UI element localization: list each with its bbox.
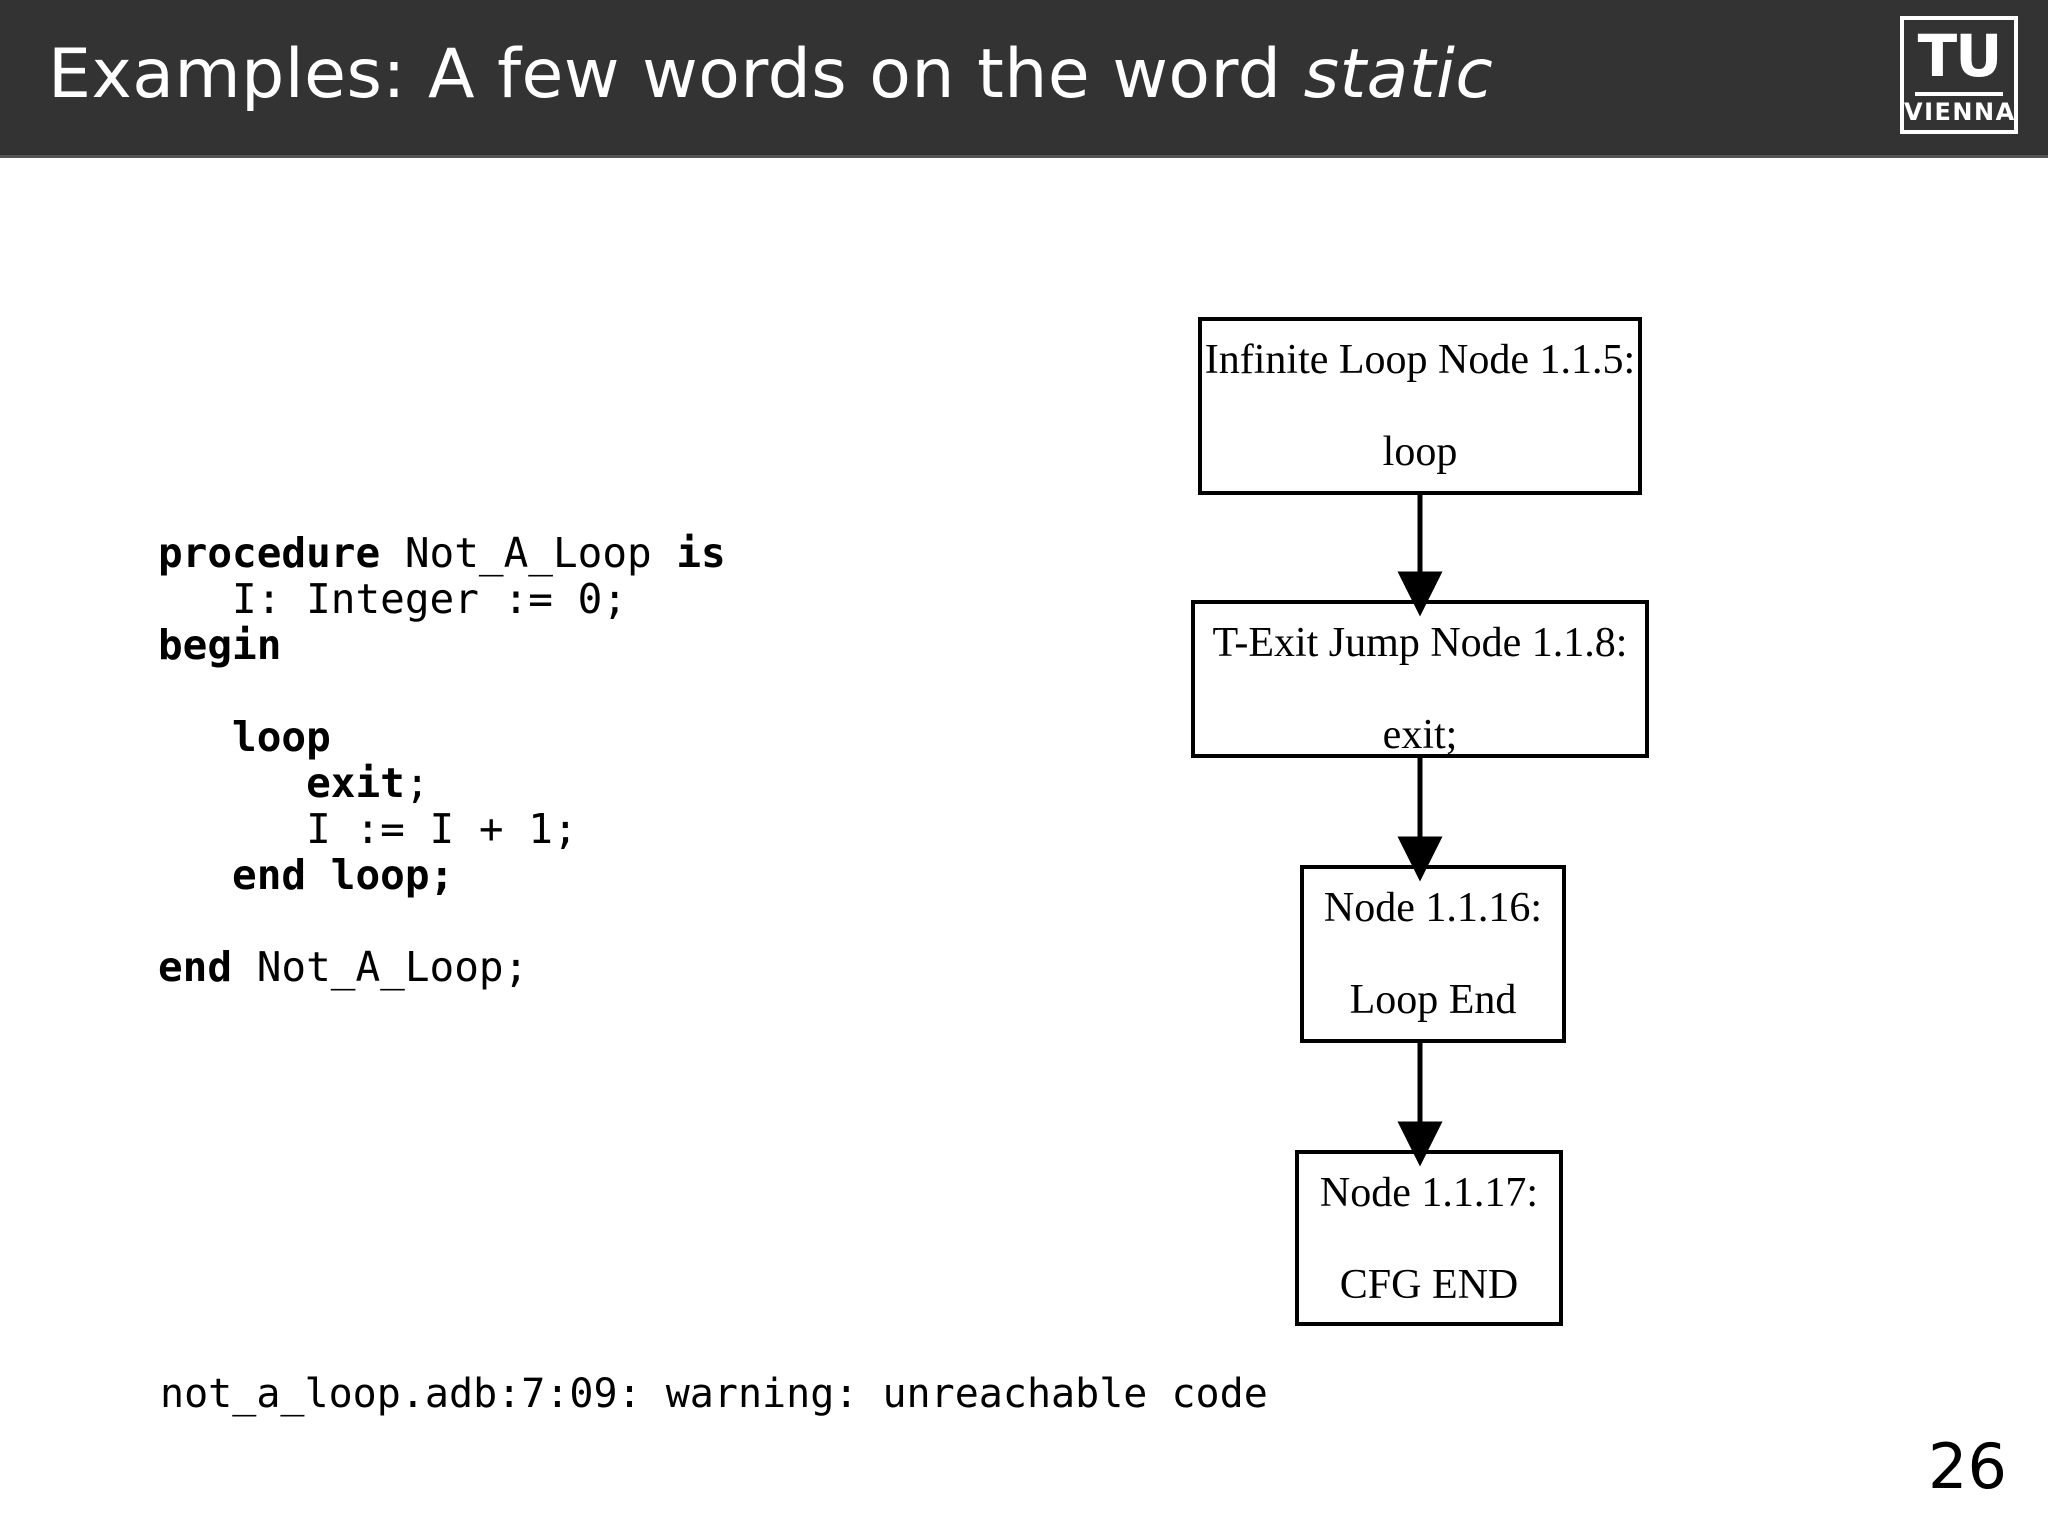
code-line <box>158 668 726 714</box>
page-number: 26 <box>1928 1430 2007 1503</box>
code-line: loop <box>158 714 726 760</box>
tu-logo-divider <box>1915 92 2003 96</box>
code-keyword: begin <box>158 621 282 669</box>
cfg-node-body: exit; <box>1382 712 1458 758</box>
tu-vienna-logo-icon: TU VIENNA <box>1900 16 2018 134</box>
cfg-node-cfg-end: Node 1.1.17: CFG END <box>1295 1150 1563 1326</box>
compiler-warning-text: not_a_loop.adb:7:09: warning: unreachabl… <box>160 1371 1268 1417</box>
page-title-emphasis: static <box>1303 35 1494 114</box>
code-listing: procedure Not_A_Loop is I: Integer := 0;… <box>158 530 726 990</box>
cfg-node-title: T-Exit Jump Node 1.1.8: <box>1212 620 1628 666</box>
code-line: I := I + 1; <box>158 806 726 852</box>
tu-logo-subtitle: VIENNA <box>1904 98 2016 126</box>
code-text: ; <box>404 759 430 807</box>
code-line: procedure Not_A_Loop is <box>158 530 726 576</box>
code-keyword: procedure <box>158 529 405 577</box>
code-text: Not_A_Loop; <box>256 943 529 991</box>
page-title-prefix: Examples: A few words on the word <box>48 35 1304 114</box>
cfg-node-t-exit-jump: T-Exit Jump Node 1.1.8: exit; <box>1191 600 1649 758</box>
cfg-node-title: Node 1.1.17: <box>1319 1170 1539 1216</box>
code-keyword: exit <box>158 759 405 807</box>
cfg-node-title: Infinite Loop Node 1.1.5: <box>1204 337 1636 383</box>
cfg-node-infinite-loop: Infinite Loop Node 1.1.5: loop <box>1198 317 1642 495</box>
code-keyword: is <box>676 529 726 577</box>
code-line: exit; <box>158 760 726 806</box>
tu-logo-letters: TU <box>1917 22 2003 90</box>
cfg-node-body: CFG END <box>1339 1262 1519 1308</box>
cfg-node-body: Loop End <box>1349 977 1517 1023</box>
cfg-node-body: loop <box>1382 429 1458 475</box>
cfg-node-loop-end: Node 1.1.16: Loop End <box>1300 865 1566 1043</box>
code-keyword: end <box>158 943 257 991</box>
code-text: Not_A_Loop <box>404 529 677 577</box>
cfg-node-title: Node 1.1.16: <box>1323 885 1543 931</box>
code-line: begin <box>158 622 726 668</box>
slide-header-bar: Examples: A few words on the word static… <box>0 0 2048 158</box>
code-line: end loop; <box>158 852 726 898</box>
code-text: I: Integer := 0; <box>158 575 627 623</box>
page-title: Examples: A few words on the word static <box>48 30 1493 120</box>
code-line: I: Integer := 0; <box>158 576 726 622</box>
code-keyword: end loop; <box>158 851 455 899</box>
code-line: end Not_A_Loop; <box>158 944 726 990</box>
code-keyword: loop <box>158 713 331 761</box>
code-text: I := I + 1; <box>158 805 578 853</box>
code-line <box>158 898 726 944</box>
